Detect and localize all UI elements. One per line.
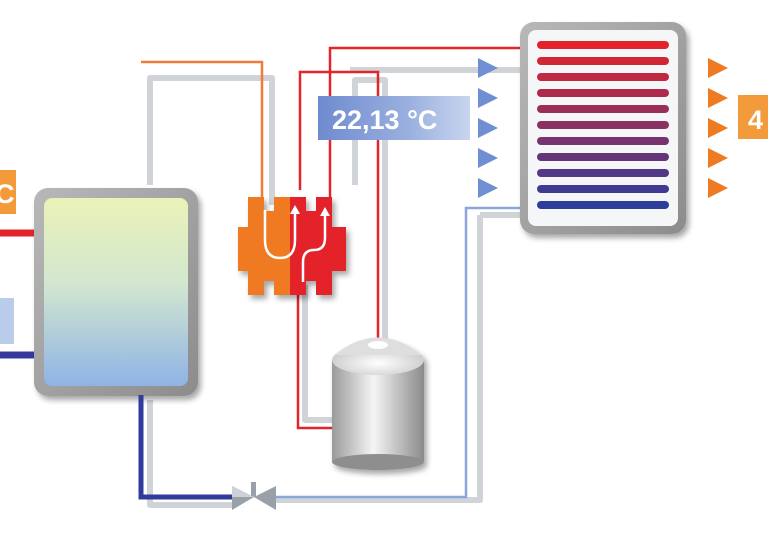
air-outflow-arrows [708,58,728,198]
coil-tube [537,41,669,49]
air-inflow-arrows [478,58,498,198]
left-temp-readout: C [0,170,16,344]
left-temp-text: C [0,179,15,209]
coil-tube [537,73,669,81]
coil-tube [537,137,669,145]
expansion-to-coil-pipe [275,206,522,499]
coil-tube [537,105,669,113]
flow-arrow-icon [290,205,300,214]
expansion-valve [232,482,276,510]
cold-liquid-pipe [138,395,232,500]
coil-tube [537,89,669,97]
coil-tube [537,169,669,177]
heat-exchanger-coil [520,22,686,234]
reversing-valve [238,197,346,295]
outflow-arrow-icon [708,118,728,138]
coil-tube [537,201,669,209]
hot-gas-pipe [141,60,264,205]
center-temp-readout: 22,13 °C [318,96,470,140]
coil-tube [537,57,669,65]
left-blue-label [0,298,14,344]
center-temp-text: 22,13 °C [332,105,437,135]
compressor [332,337,424,470]
inflow-arrow-icon [478,88,498,108]
outflow-arrow-icon [708,148,728,168]
coil-tubes [537,41,669,209]
outflow-arrow-icon [708,58,728,78]
inflow-arrow-icon [478,178,498,198]
inflow-arrow-icon [478,58,498,78]
flow-arrow-icon [320,207,330,216]
inflow-arrow-icon [478,118,498,138]
coil-tube [537,153,669,161]
outflow-arrow-icon [708,178,728,198]
storage-tank [34,188,198,396]
coil-tube [537,185,669,193]
red-pipe-network [296,46,530,430]
inflow-arrow-icon [478,148,498,168]
right-temp-text: 4 [748,105,763,135]
coil-tube [537,121,669,129]
right-temp-readout: 4 [738,95,768,139]
outflow-arrow-icon [708,88,728,108]
